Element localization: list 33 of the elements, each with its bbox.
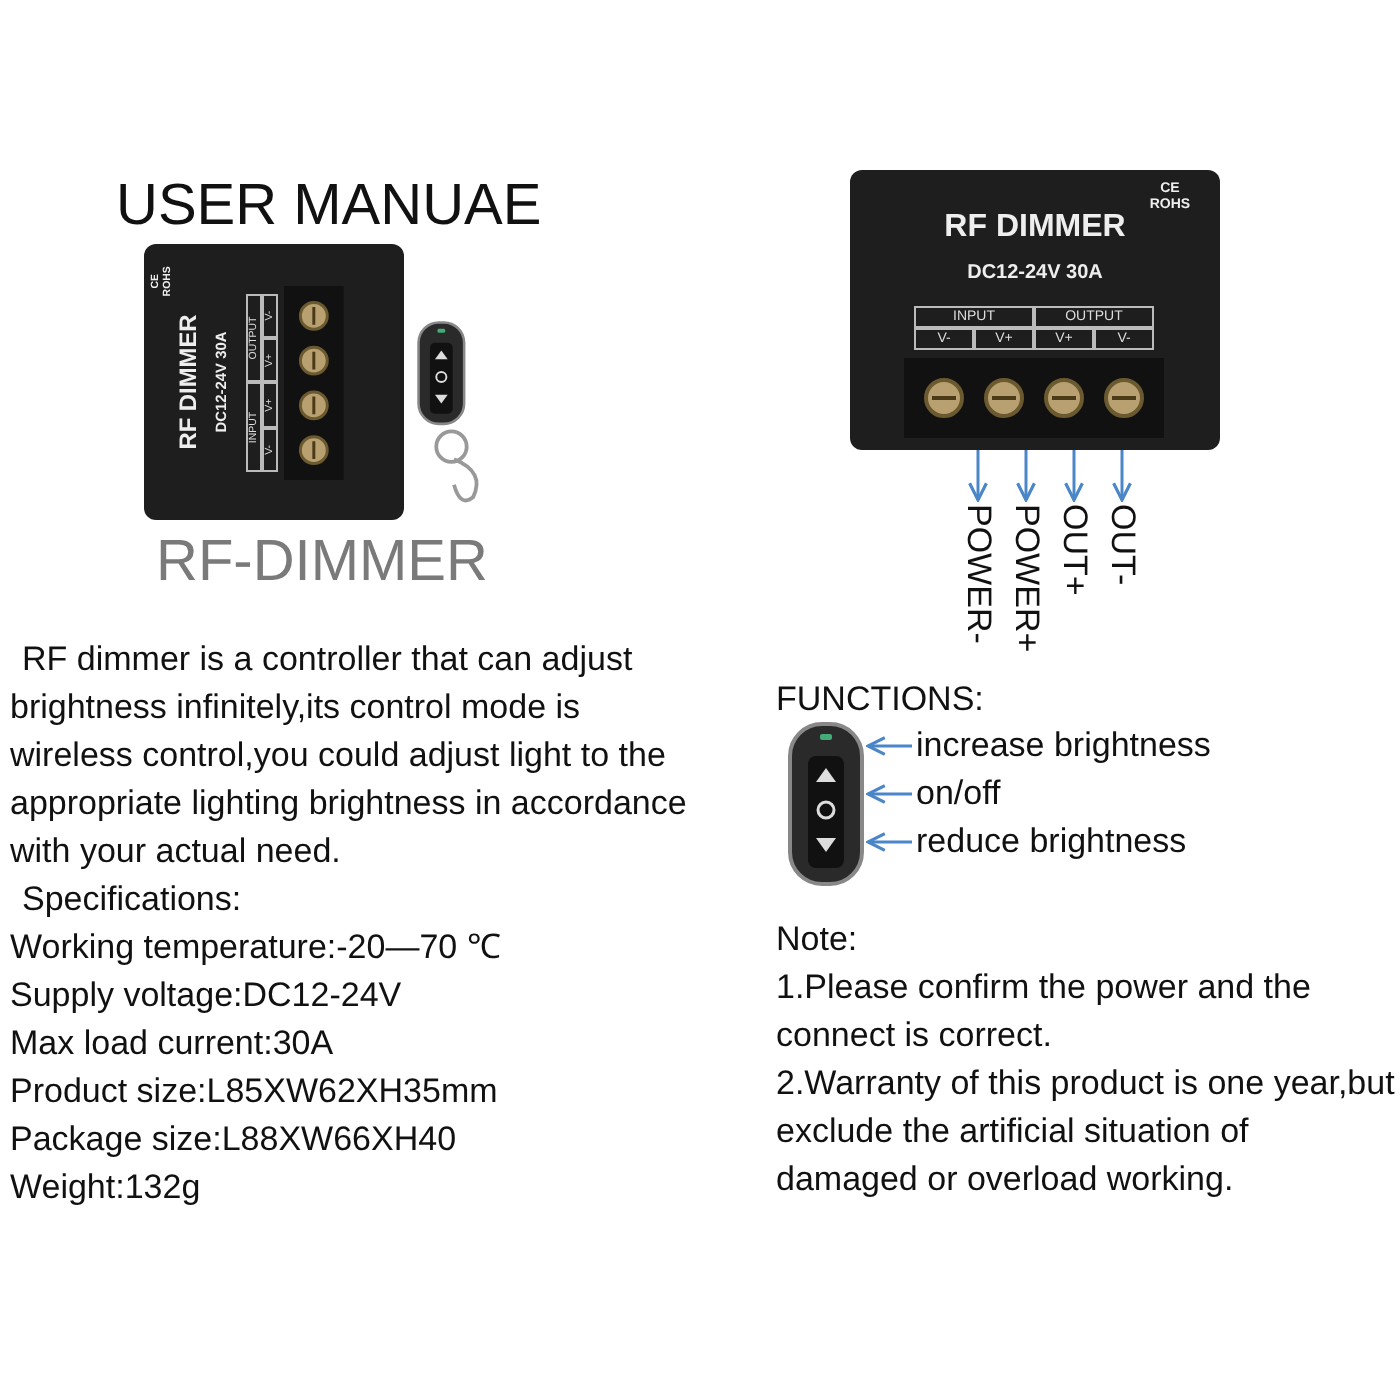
arrow — [866, 736, 912, 756]
description-paragraph: RF dimmer is a controller that can adjust brightness infinitely,its control mode is wireless control,you could adjust light to the appropriate lighting brightness in accordance with your actual need. — [10, 638, 689, 874]
spec-line: Max load current:30A — [10, 1022, 334, 1066]
spec-line: Product size:L85XW62XH35mm — [10, 1070, 498, 1114]
spec-line: Working temperature:-20—70 ℃ — [10, 926, 501, 970]
function-label: increase brightness — [916, 722, 1211, 770]
rating-label: DC12-24V 30A — [965, 262, 1105, 284]
arrow — [1064, 450, 1084, 502]
spec-line: Weight:132g — [10, 1166, 201, 1210]
terminal-caption: OUT+ — [1054, 504, 1094, 596]
section-heading: FUNCTIONS: — [776, 678, 984, 722]
terminal-caption: OUT- — [1102, 504, 1142, 586]
function-label: on/off — [916, 770, 1001, 818]
note-text: 1.Please confirm the power and the connect is correct. — [776, 966, 1313, 1058]
arrow — [866, 832, 912, 852]
function-label: reduce brightness — [916, 818, 1187, 866]
device-name: RF DIMMER — [173, 312, 202, 454]
terminal-caption: POWER+ — [1006, 504, 1046, 653]
arrow — [1016, 450, 1036, 502]
arrow — [968, 450, 988, 502]
title: USER MANUAE — [116, 172, 542, 240]
spec-line: Package size:L88XW66XH40 — [10, 1118, 457, 1162]
section-heading: Note: — [776, 918, 858, 962]
arrow — [866, 784, 912, 804]
terminal-caption: POWER- — [958, 504, 998, 644]
dimmer-device — [850, 170, 1220, 450]
note-text: 2.Warranty of this product is one year,but exclude the artificial situation of damaged or overload working. — [776, 1062, 1396, 1202]
section-heading: Specifications: — [20, 878, 242, 922]
arrow — [1112, 450, 1132, 502]
remote-drawing — [786, 720, 866, 888]
product-name: RF-DIMMER — [156, 528, 488, 598]
spec-line: Supply voltage:DC12-24V — [10, 974, 402, 1018]
device-name: RF DIMMER — [942, 210, 1128, 246]
